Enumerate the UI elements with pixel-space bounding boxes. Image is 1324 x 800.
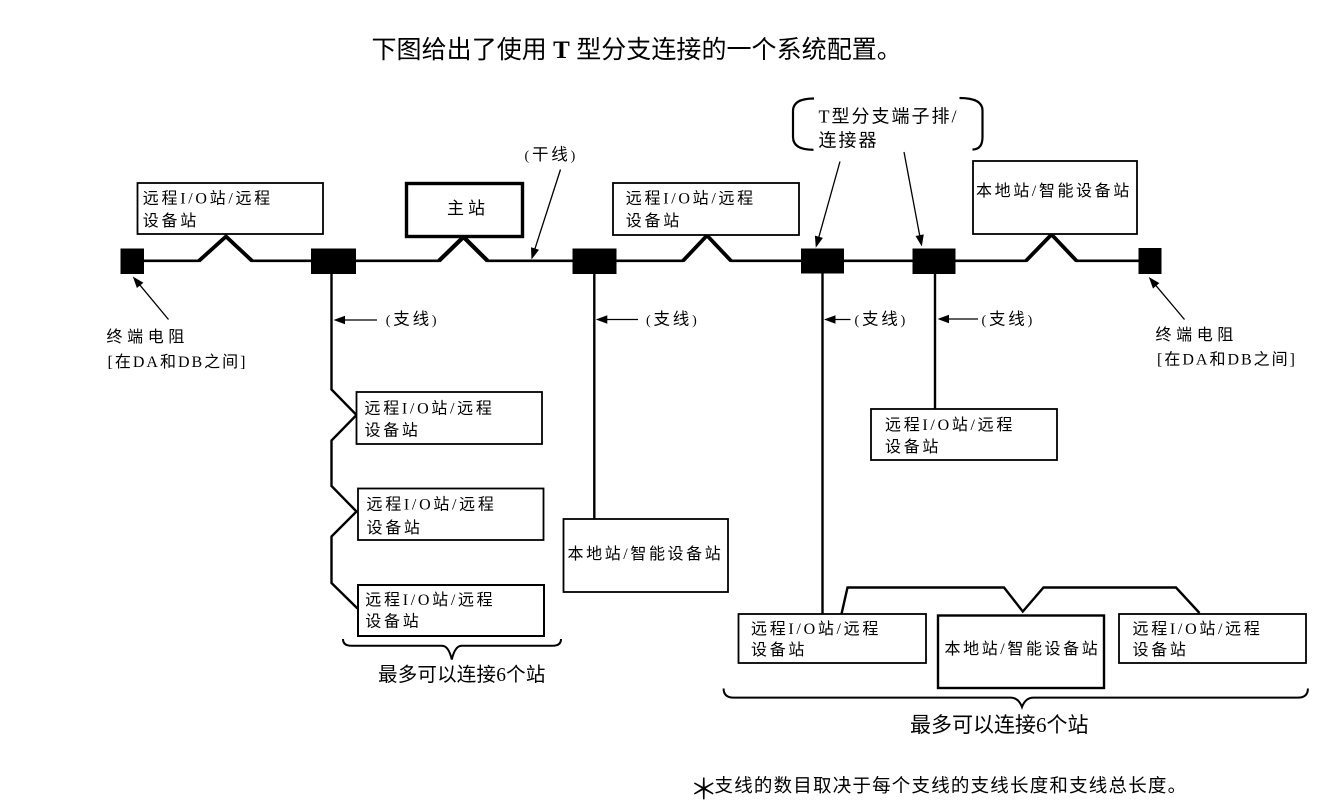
svg-text:最多可以连接6个站: 最多可以连接6个站: [378, 664, 546, 686]
svg-text:设备站: 设备站: [365, 613, 421, 631]
svg-text:远程I/O站/远程: 远程I/O站/远程: [626, 190, 756, 208]
svg-text:设备站: 设备站: [367, 519, 423, 537]
svg-text:设备站: 设备站: [751, 641, 807, 659]
svg-text:设备站: 设备站: [1133, 641, 1189, 659]
svg-text:最多可以连接6个站: 最多可以连接6个站: [910, 713, 1089, 737]
svg-text:支线的数目取决于每个支线的支线长度和支线总长度。: 支线的数目取决于每个支线的支线长度和支线总长度。: [715, 776, 1188, 797]
svg-text:终端电阻: 终端电阻: [107, 328, 189, 346]
svg-text:远程I/O站/远程: 远程I/O站/远程: [367, 496, 497, 514]
svg-text:远程I/O站/远程: 远程I/O站/远程: [365, 400, 495, 418]
svg-text:[在DA和DB之间]: [在DA和DB之间]: [108, 353, 248, 371]
svg-text:远程I/O站/远程: 远程I/O站/远程: [1133, 620, 1263, 638]
svg-text:(支线): (支线): [386, 310, 440, 329]
svg-text:远程I/O站/远程: 远程I/O站/远程: [885, 416, 1015, 434]
svg-text:设备站: 设备站: [365, 422, 421, 440]
svg-text:终端电阻: 终端电阻: [1156, 326, 1238, 344]
svg-text:远程I/O站/远程: 远程I/O站/远程: [143, 190, 273, 208]
svg-text:(支线): (支线): [982, 310, 1036, 329]
svg-text:远程I/O站/远程: 远程I/O站/远程: [751, 620, 881, 638]
svg-text:本地站/智能设备站: 本地站/智能设备站: [568, 545, 724, 563]
svg-text:本地站/智能设备站: 本地站/智能设备站: [945, 640, 1101, 658]
svg-text:＊: ＊: [690, 775, 719, 800]
svg-text:设备站: 设备站: [143, 212, 199, 230]
svg-text:下图给出了使用 T 型分支连接的一个系统配置。: 下图给出了使用 T 型分支连接的一个系统配置。: [372, 36, 902, 64]
svg-text:远程I/O站/远程: 远程I/O站/远程: [365, 591, 495, 609]
svg-text:主站: 主站: [447, 199, 489, 218]
svg-text:设备站: 设备站: [626, 212, 682, 230]
svg-text:连接器: 连接器: [819, 131, 879, 151]
svg-text:T型分支端子排/: T型分支端子排/: [819, 107, 959, 127]
svg-text:(支线): (支线): [855, 310, 909, 329]
svg-text:(支线): (支线): [646, 310, 700, 329]
svg-text:设备站: 设备站: [885, 438, 941, 456]
svg-text:[在DA和DB之间]: [在DA和DB之间]: [1157, 351, 1297, 369]
svg-text:(干线): (干线): [525, 145, 579, 164]
svg-text:本地站/智能设备站: 本地站/智能设备站: [976, 182, 1132, 200]
